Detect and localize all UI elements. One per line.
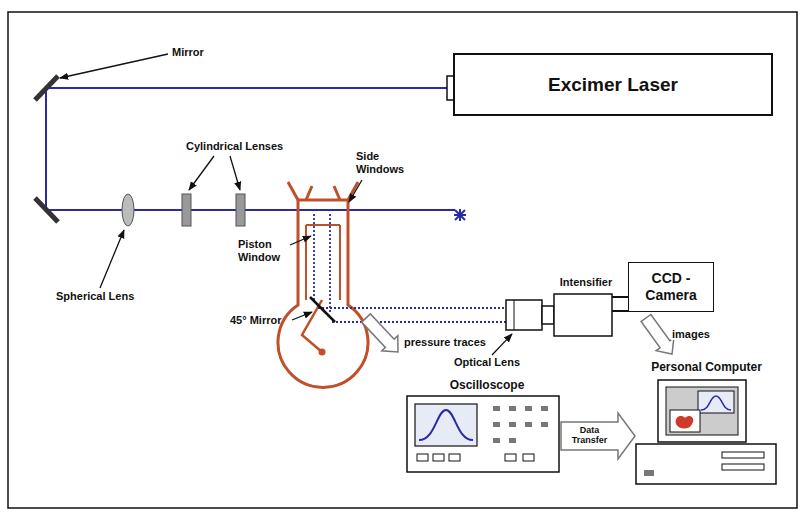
device-drawing: [405, 378, 565, 476]
scope-button: [509, 406, 516, 411]
engine-outline: [278, 182, 368, 387]
lens-coupler: [612, 304, 628, 305]
cylinder-crankcase: [278, 200, 368, 387]
flame-image: [676, 416, 694, 429]
dotted-ray: [329, 214, 331, 314]
part-label: Spherical Lens: [56, 290, 134, 303]
leader-line: [492, 334, 512, 355]
node-text: CCD - Camera: [633, 270, 709, 304]
star-stroke: [455, 210, 465, 220]
data-arrow: [641, 314, 674, 354]
scope-button: [493, 422, 500, 427]
laser-box: Excimer Laser: [453, 53, 773, 116]
scope-button: [525, 406, 532, 411]
part-label: 45° Mirror: [230, 314, 281, 327]
part-label: Side Windows: [356, 150, 414, 175]
scope-button: [541, 406, 548, 411]
intensifier: Intensifier: [546, 276, 626, 338]
part-label: Cylindrical Lenses: [186, 140, 283, 153]
node-text: Intensifier: [546, 276, 626, 288]
personal-computer: Personal Computer: [622, 360, 791, 492]
scope-button: [525, 422, 532, 427]
scope-button: [541, 422, 548, 427]
node-text: Excimer Laser: [548, 74, 678, 96]
node-text: Personal Computer: [622, 360, 791, 374]
crank-pin: [319, 349, 326, 356]
scope-button: [493, 438, 500, 443]
leader-line: [189, 156, 214, 190]
dotted-ray: [318, 307, 506, 309]
cylindrical-lens: [236, 194, 245, 226]
drive-slot: [722, 452, 764, 458]
frame: [8, 12, 797, 508]
leader-line: [290, 236, 311, 245]
scope-key: [523, 454, 534, 461]
beam-end-star: [454, 209, 466, 221]
scope-screen: [415, 404, 477, 446]
hollow-arrows: [362, 314, 398, 352]
oscilloscope: Oscilloscope: [405, 378, 569, 476]
optical-lens: [506, 300, 542, 330]
coupler-body: [612, 298, 628, 310]
screen-window: [698, 391, 734, 413]
lens-adapter: [542, 306, 554, 324]
camera-box: CCD - Camera: [628, 262, 714, 312]
monitor: [658, 380, 746, 442]
cylinder-head: [288, 182, 358, 200]
part-label: pressure traces: [404, 336, 486, 349]
leader-lines: [60, 54, 512, 355]
scope-housing: [407, 396, 559, 472]
computer-base: [636, 444, 776, 484]
scope-button: [509, 422, 516, 427]
coupler-outline: [612, 296, 628, 312]
hollow-arrow: [641, 314, 674, 354]
scope-button: [509, 438, 516, 443]
cylindrical-lens: [182, 194, 191, 226]
device-drawing: [622, 360, 787, 492]
screen-window: [670, 410, 700, 432]
node-text: Oscilloscope: [405, 378, 569, 392]
scope-key: [417, 454, 428, 461]
mirror-symbol: [35, 198, 58, 222]
data-arrow: [561, 413, 635, 459]
leader-line: [230, 156, 240, 190]
pressure-curve: [419, 410, 473, 440]
scope-button: [493, 406, 500, 411]
drive-slot: [722, 464, 764, 470]
imaging-path: [314, 214, 506, 322]
scope-key: [505, 454, 516, 461]
part-label: Mirror: [172, 46, 204, 59]
hollow-arrow: [561, 413, 635, 459]
scope-key: [449, 454, 460, 461]
monitor-screen: [666, 387, 738, 435]
dotted-ray: [332, 321, 506, 323]
dotted-ray: [313, 214, 315, 300]
star-stroke: [455, 210, 465, 220]
scope-key: [433, 454, 444, 461]
mirror-symbol: [35, 76, 58, 100]
screen-curve: [701, 396, 731, 410]
leader-line: [292, 312, 312, 320]
hollow-arrow: [362, 314, 398, 352]
intensifier-box: [554, 294, 612, 336]
part-label: Piston Window: [238, 238, 290, 263]
part-label: Optical Lens: [454, 356, 520, 369]
mirror-45: [310, 297, 335, 322]
leader-line: [349, 180, 362, 202]
laser-beam: [46, 88, 455, 210]
edge-label: images: [671, 328, 711, 340]
spherical-lens: [122, 194, 134, 226]
edge-label: Data Transfer: [567, 426, 613, 446]
leader-line: [100, 230, 124, 288]
leader-line: [60, 54, 168, 78]
power-button: [644, 470, 654, 476]
lens-ring: [514, 300, 515, 330]
